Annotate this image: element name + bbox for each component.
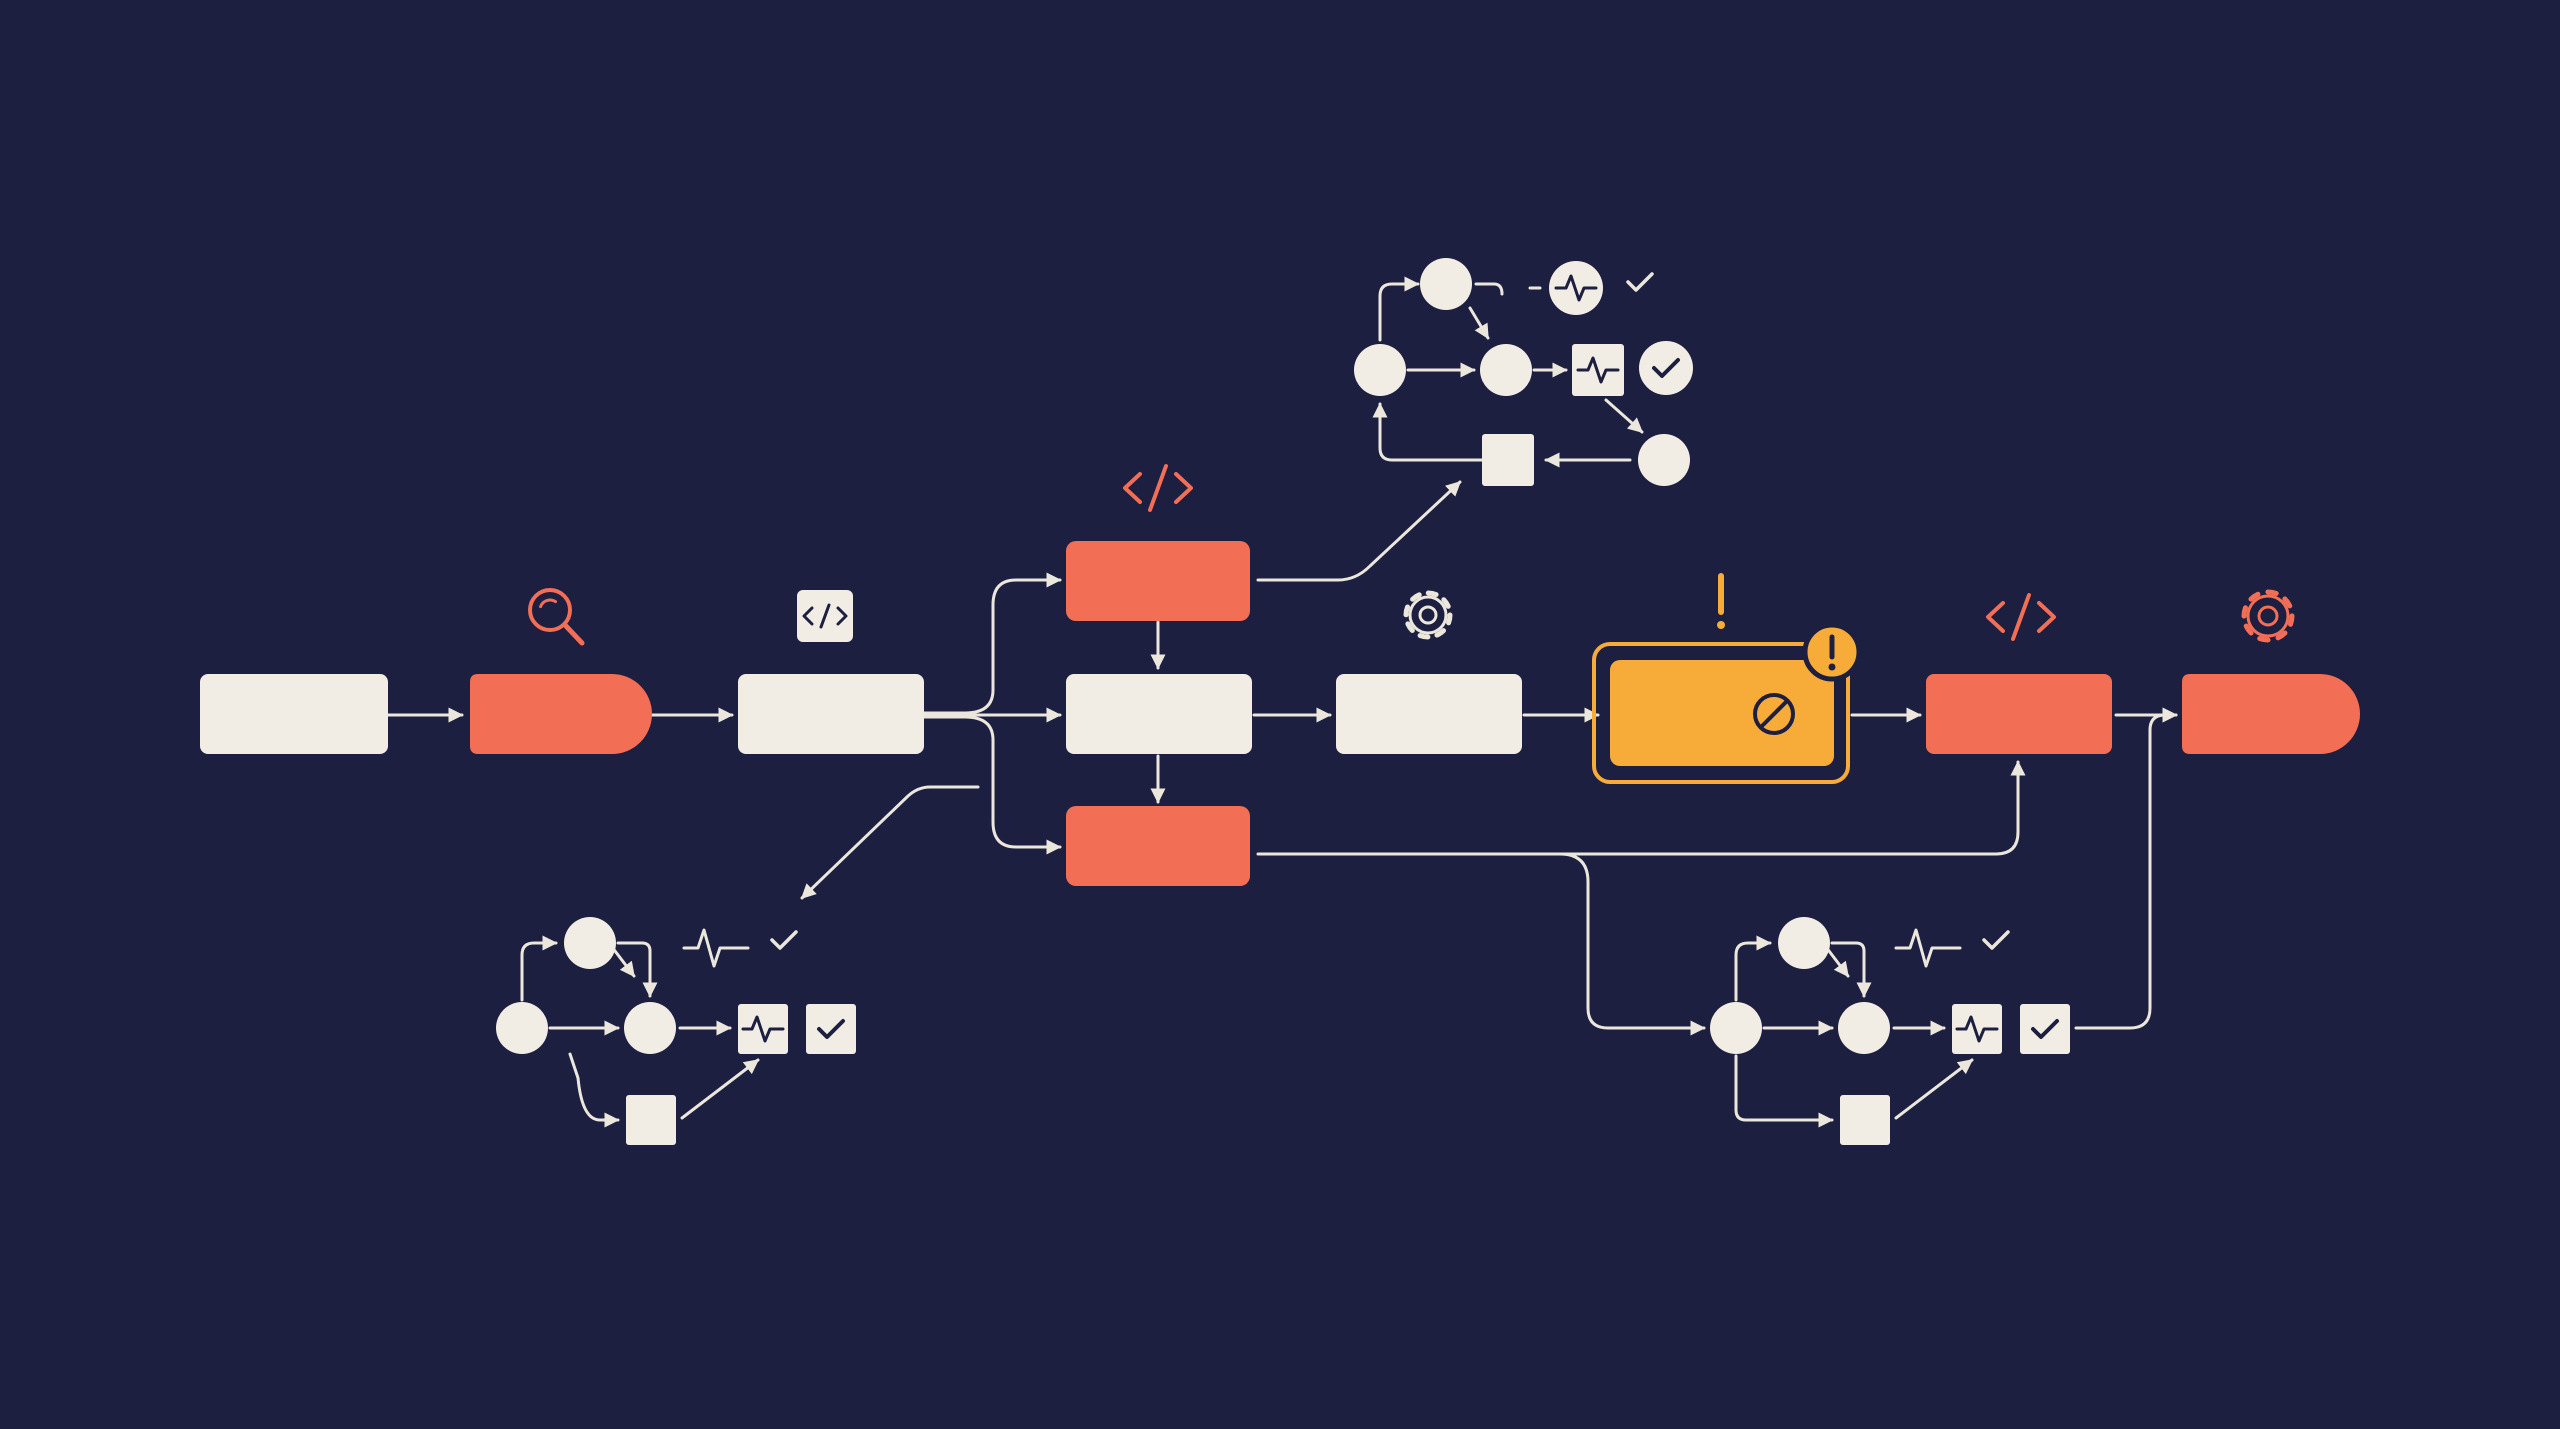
search-icon — [528, 588, 585, 646]
check-icon — [1626, 272, 1654, 292]
main-connectors — [386, 480, 2178, 1036]
connector — [616, 941, 658, 998]
subgraph-node — [1778, 917, 1830, 969]
pulse-circle-icon — [1549, 261, 1603, 315]
connector — [2074, 707, 2178, 1030]
step-1-node — [200, 674, 388, 754]
check-box-icon — [2020, 1004, 2070, 1054]
blocked-icon — [1753, 693, 1795, 735]
connector — [680, 1058, 760, 1120]
subgraph-node — [1420, 258, 1472, 310]
check-box-icon — [806, 1004, 856, 1054]
subgraph-node — [1638, 434, 1690, 486]
connector — [922, 715, 1062, 855]
connector — [1604, 398, 1644, 434]
connector — [1734, 935, 1772, 1002]
code-icon — [1986, 593, 2056, 641]
connector — [922, 572, 1062, 715]
pulse-box-icon — [1952, 1004, 2002, 1054]
connector — [520, 935, 558, 1002]
connector — [1830, 941, 1872, 998]
gear-icon — [1403, 590, 1453, 640]
connector — [1894, 1058, 1974, 1120]
gear-icon — [2241, 589, 2295, 643]
step-4-middle-node — [1066, 674, 1252, 754]
check-icon — [770, 930, 798, 950]
warning-badge-icon — [1802, 622, 1862, 682]
connector — [1372, 402, 1484, 462]
subgraph-node — [1838, 1002, 1890, 1054]
connector — [1824, 945, 1850, 978]
subgraph-node — [626, 1095, 676, 1145]
step-7-node — [1926, 674, 2112, 754]
step-6-node — [1592, 622, 1862, 784]
step-2-node — [470, 674, 652, 754]
subgraph-node — [496, 1002, 548, 1054]
subgraph-top — [1354, 258, 1693, 486]
connector — [610, 945, 636, 978]
code-icon — [1123, 464, 1193, 512]
subgraph-node — [1482, 434, 1534, 486]
step-4-bottom-node — [1066, 806, 1250, 886]
check-icon — [1982, 930, 2010, 950]
pulse-box-icon — [1572, 344, 1624, 396]
connector — [568, 1052, 620, 1128]
subgraph-left — [496, 917, 856, 1145]
step-8-node — [2182, 674, 2360, 754]
step-5-node — [1336, 674, 1522, 754]
subgraph-node — [564, 917, 616, 969]
step-4-top-node — [1066, 541, 1250, 621]
connector — [800, 785, 980, 900]
subgraph-node — [1354, 344, 1406, 396]
step-3-node — [738, 674, 924, 754]
connector — [1468, 306, 1490, 340]
check-circle-icon — [1639, 341, 1693, 395]
subgraph-node — [1710, 1002, 1762, 1054]
main-nodes — [200, 541, 2360, 886]
subgraph-node — [1480, 344, 1532, 396]
pulse-box-icon — [738, 1004, 788, 1054]
connector — [1378, 276, 1420, 342]
code-box-icon — [797, 590, 853, 642]
pulse-icon — [1894, 928, 1962, 968]
connector — [1256, 480, 1462, 582]
subgraph-right — [1710, 917, 2070, 1145]
main-icons — [528, 464, 2295, 646]
connector — [1256, 760, 2026, 856]
subgraph-node — [1840, 1095, 1890, 1145]
connector — [1558, 852, 1706, 1036]
connector — [1734, 1054, 1834, 1128]
pulse-icon — [682, 928, 750, 968]
subgraph-node — [624, 1002, 676, 1054]
warning-exclamation-icon — [1717, 573, 1725, 629]
connector — [1474, 282, 1504, 296]
